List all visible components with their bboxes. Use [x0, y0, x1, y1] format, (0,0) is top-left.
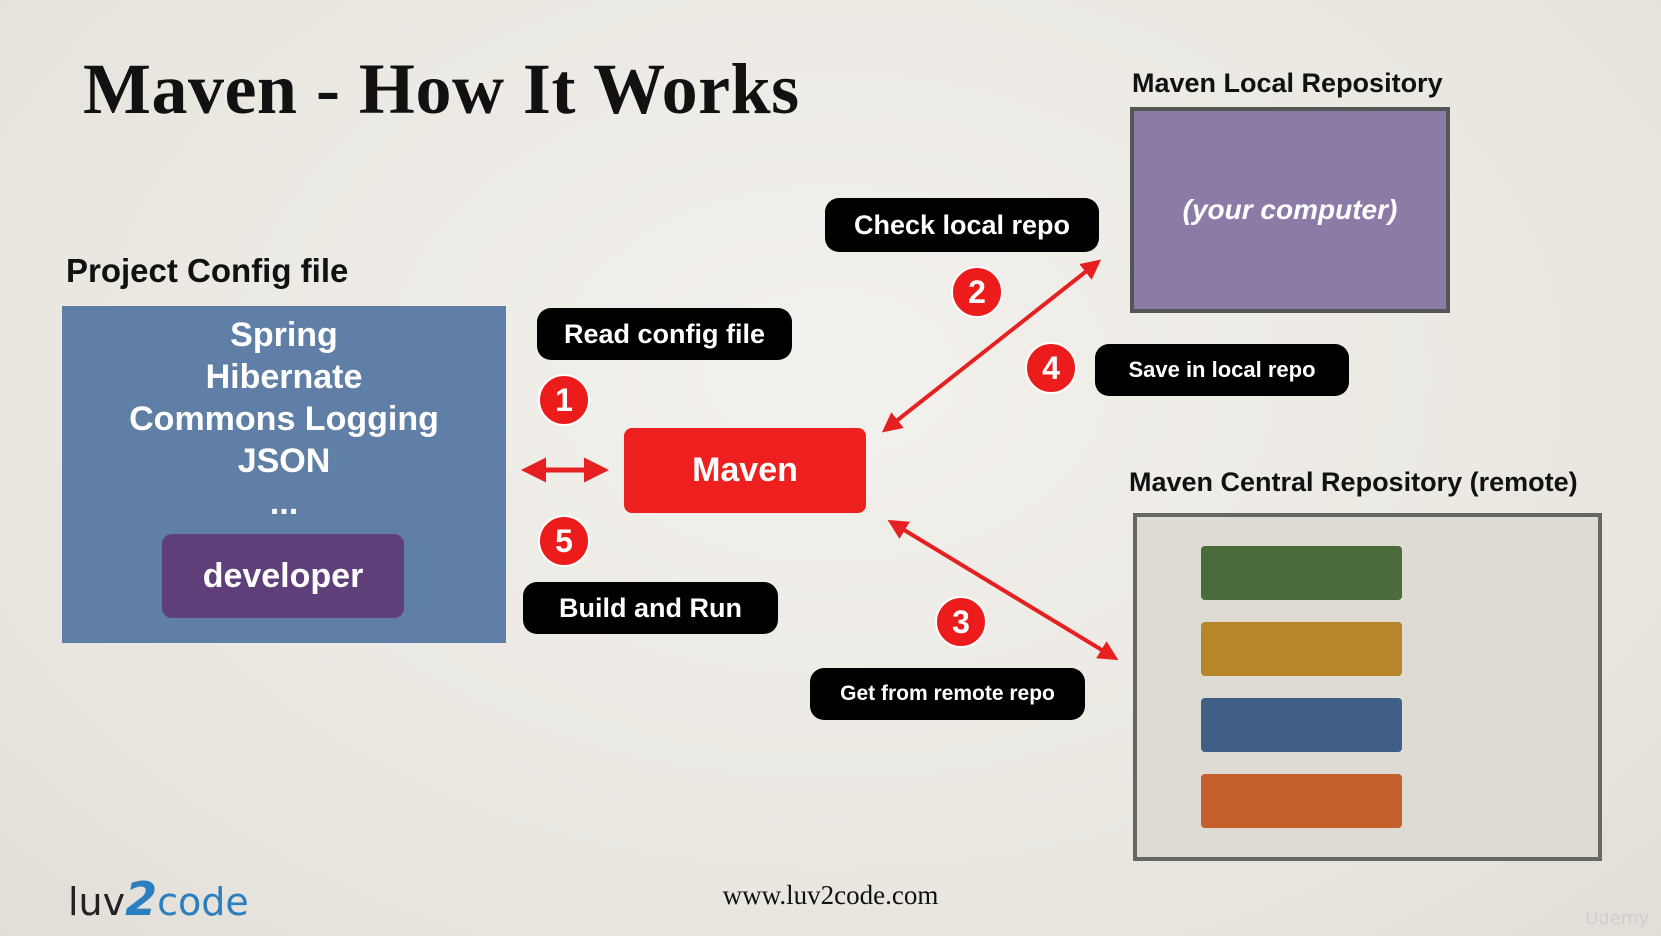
logo-part-code: code	[157, 880, 249, 924]
central-repo-heading: Maven Central Repository (remote)	[1129, 467, 1578, 497]
local-repo-box: (your computer)	[1130, 107, 1450, 313]
footer-url: www.luv2code.com	[722, 880, 939, 910]
step-get-remote-label: Get from remote repo	[810, 668, 1085, 720]
step-badge-5: 5	[538, 515, 590, 567]
maven-box: Maven	[624, 428, 866, 513]
dependency-item: ...	[269, 484, 299, 522]
project-config-box: Spring Hibernate Commons Logging JSON ..…	[62, 306, 506, 643]
dependency-item: Hibernate	[205, 358, 363, 396]
udemy-watermark: Udemy	[1585, 908, 1649, 929]
developer-box: developer	[162, 534, 404, 618]
repo-artifact-bar	[1201, 622, 1402, 676]
dependency-item: JSON	[237, 442, 331, 480]
local-repo-label: (your computer)	[1182, 194, 1398, 225]
dependency-list: Spring Hibernate Commons Logging JSON ..…	[62, 314, 506, 524]
dependency-item: Commons Logging	[129, 400, 439, 438]
step-badge-2: 2	[951, 266, 1003, 318]
step-read-config-label: Read config file	[537, 308, 792, 360]
repo-artifact-bar	[1201, 774, 1402, 828]
arrow-maven-local	[881, 259, 1102, 433]
repo-artifact-bar	[1201, 698, 1402, 752]
local-repo-heading: Maven Local Repository	[1132, 68, 1443, 98]
step-build-run-label: Build and Run	[523, 582, 778, 634]
dependency-item: Spring	[230, 316, 338, 354]
logo-part-2: 2	[125, 872, 158, 926]
project-config-heading: Project Config file	[66, 252, 349, 289]
arrow-maven-remote	[887, 519, 1119, 661]
step-check-local-label: Check local repo	[825, 198, 1099, 252]
repo-artifact-bar	[1201, 546, 1402, 600]
slide-title: Maven - How It Works	[83, 49, 800, 129]
step-save-local-label: Save in local repo	[1095, 344, 1349, 396]
logo-part-luv: luv	[68, 880, 126, 924]
step-badge-4: 4	[1025, 342, 1077, 394]
step-badge-3: 3	[935, 596, 987, 648]
luv2code-logo: luv2code	[68, 872, 249, 926]
step-badge-1: 1	[538, 374, 590, 426]
